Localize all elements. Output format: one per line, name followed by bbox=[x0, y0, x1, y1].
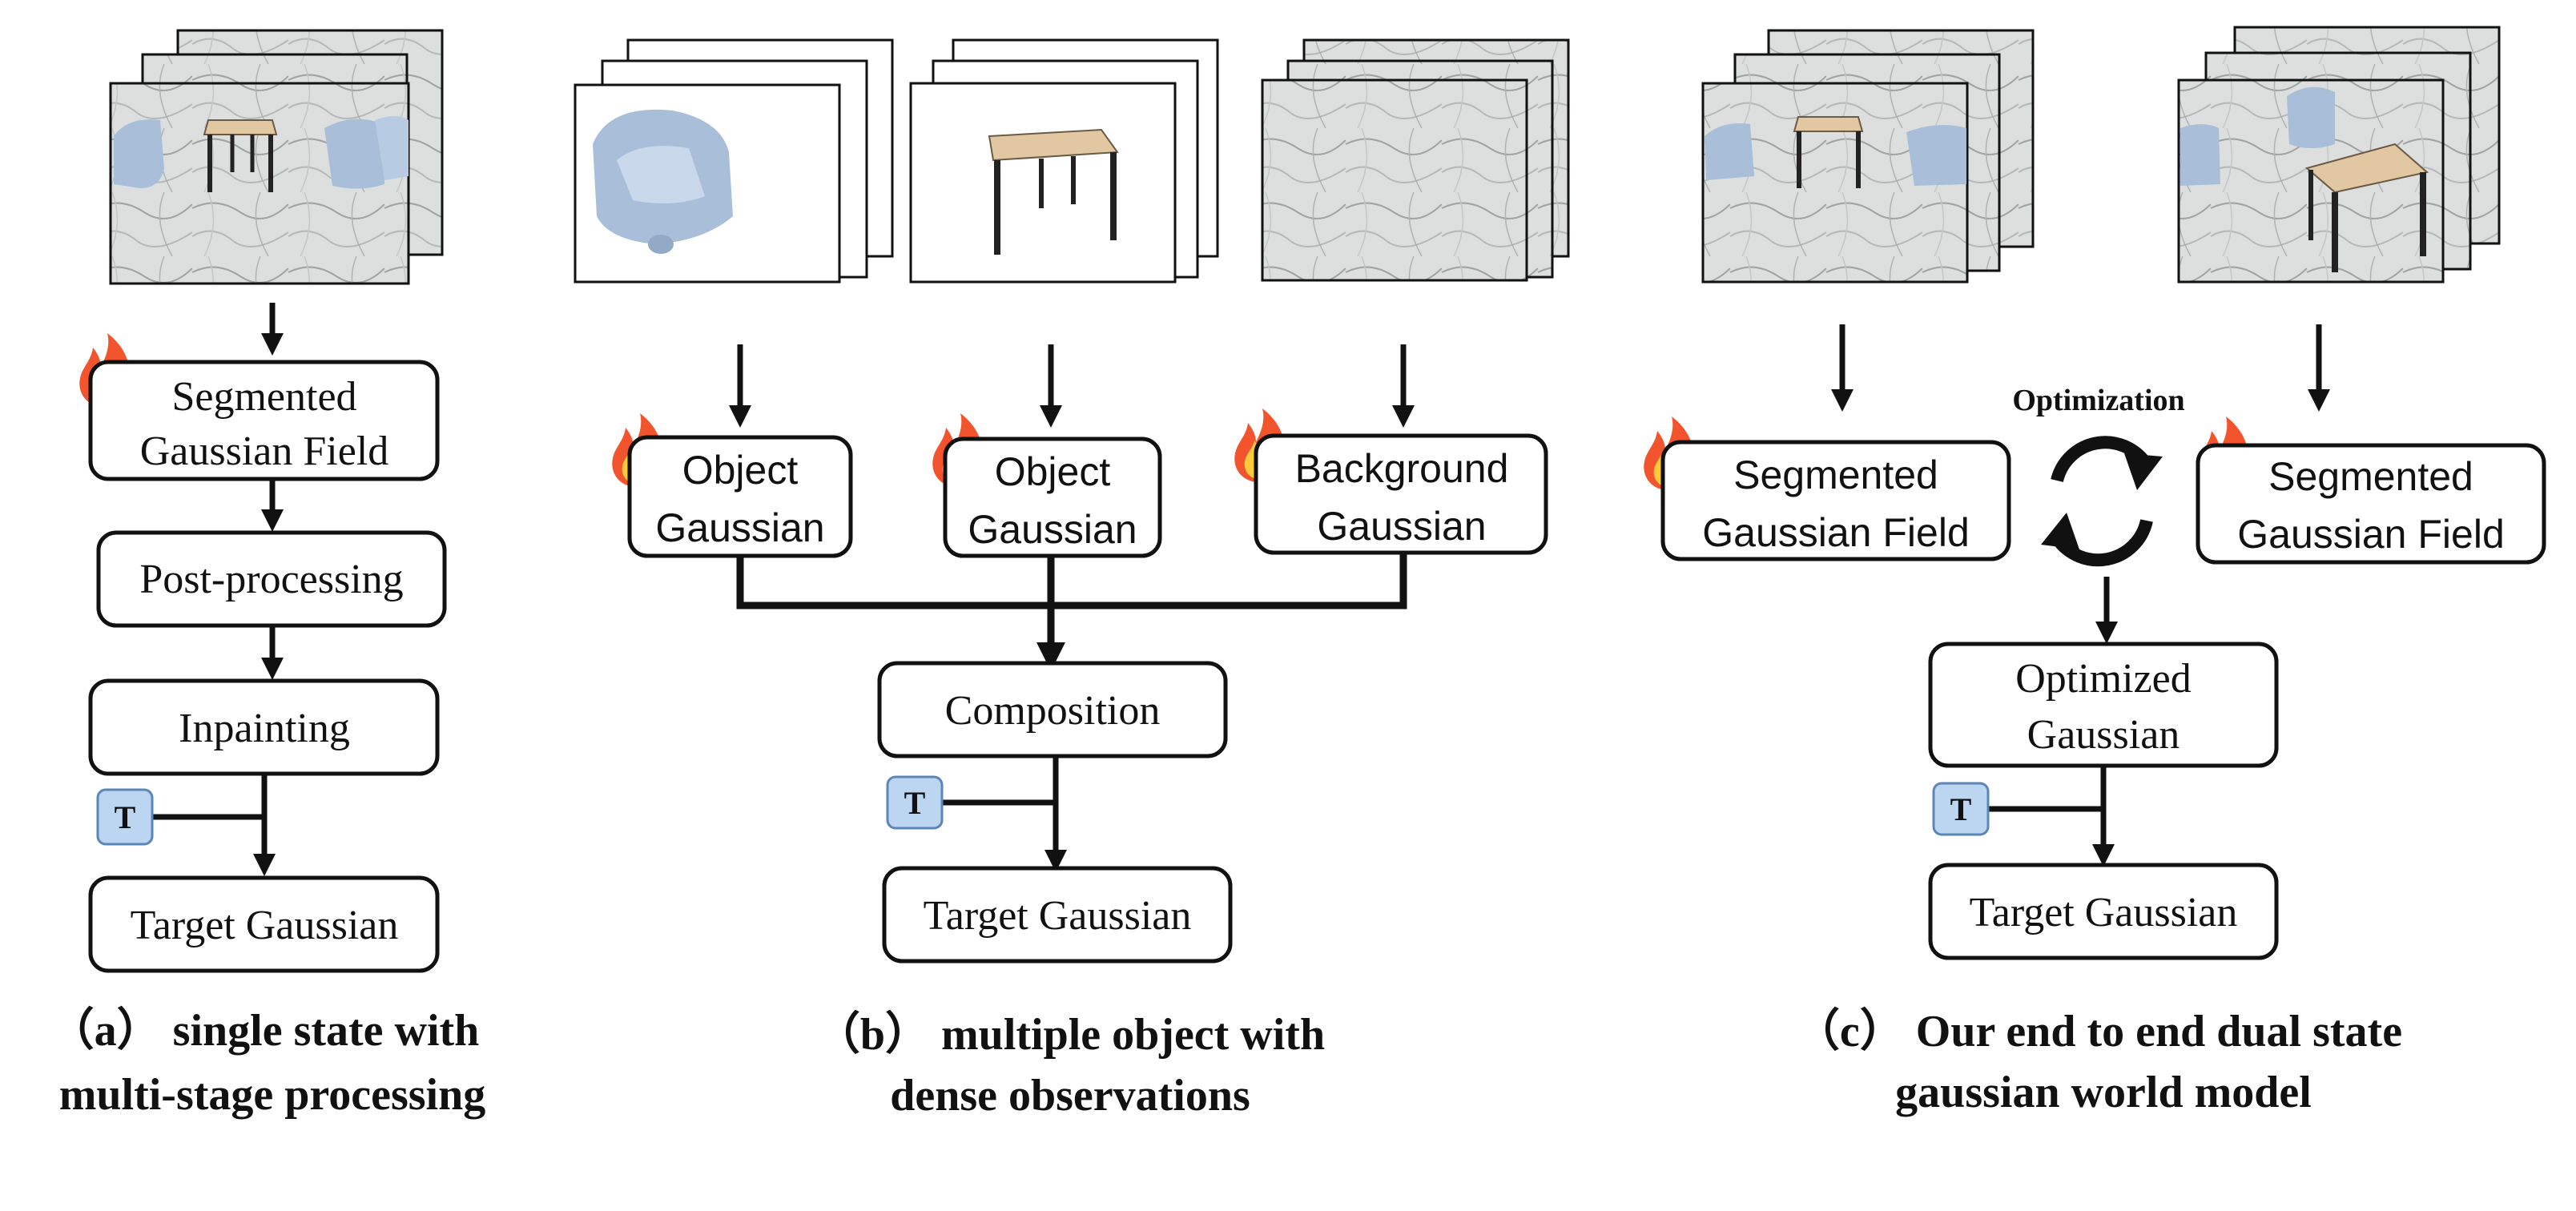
target-gaussian-box-c bbox=[1928, 863, 2279, 960]
caption-a-line1: （a） single state with bbox=[50, 1005, 480, 1056]
t-badge-c bbox=[1932, 782, 1990, 836]
t-badge-b-label: T bbox=[904, 785, 926, 821]
t-badge-a bbox=[96, 788, 154, 846]
optimized-line2: Gaussian bbox=[2027, 712, 2180, 758]
panel-c: Optimization Segmented Gaussian Field Se… bbox=[1644, 26, 2546, 1117]
t-badge-c-label: T bbox=[1950, 791, 1972, 827]
box-a1-line1: Segmented bbox=[171, 374, 356, 420]
background-line2: Gaussian bbox=[1317, 504, 1486, 549]
background-image-stack bbox=[1261, 38, 1570, 282]
caption-b-line1: （b） multiple object with bbox=[815, 1009, 1325, 1060]
c-right-line2: Gaussian Field bbox=[2237, 512, 2505, 557]
optimization-label: Optimization bbox=[2012, 384, 2184, 417]
segmented-gaussian-field-box-c-right bbox=[2196, 443, 2546, 565]
object2-line2: Gaussian bbox=[968, 507, 1137, 552]
target-gaussian-c-label: Target Gaussian bbox=[1970, 890, 2238, 935]
target-gaussian-box-a bbox=[88, 875, 440, 973]
table-image-stack bbox=[909, 38, 1219, 284]
scene-image-stack-c-right bbox=[2177, 26, 2501, 284]
target-gaussian-box-b bbox=[882, 866, 1233, 964]
scene-image-stack-c-left bbox=[1701, 29, 2035, 284]
panel-b: Object Gaussian Object Gaussian Backgrou… bbox=[574, 38, 1570, 1120]
caption-a-line2: multi-stage processing bbox=[59, 1070, 486, 1120]
caption-c-line1: （c） Our end to end dual state bbox=[1795, 1006, 2402, 1056]
post-processing-label: Post-processing bbox=[139, 557, 403, 602]
caption-c-line2: gaussian world model bbox=[1895, 1068, 2312, 1117]
composition-box bbox=[877, 661, 1228, 758]
object1-line2: Gaussian bbox=[655, 505, 824, 550]
c-left-line2: Gaussian Field bbox=[1702, 510, 1970, 555]
caption-b-line2: dense observations bbox=[890, 1071, 1250, 1120]
scene-image-stack-a bbox=[109, 29, 444, 285]
target-gaussian-b-label: Target Gaussian bbox=[924, 893, 1192, 939]
t-badge-a-label: T bbox=[115, 799, 136, 835]
chair-image-stack bbox=[574, 38, 894, 284]
segmented-gaussian-field-box-c-left bbox=[1660, 440, 2011, 561]
object2-line1: Object bbox=[995, 449, 1111, 494]
c-left-line1: Segmented bbox=[1733, 453, 1938, 497]
background-line1: Background bbox=[1295, 446, 1509, 491]
inpainting-label: Inpainting bbox=[179, 706, 350, 751]
t-badge-b bbox=[886, 775, 944, 830]
c-right-line1: Segmented bbox=[2268, 454, 2473, 499]
object1-line1: Object bbox=[682, 448, 799, 493]
optimized-line1: Optimized bbox=[2015, 656, 2192, 702]
composition-label: Composition bbox=[945, 688, 1161, 734]
box-a1-line2: Gaussian Field bbox=[140, 428, 389, 474]
target-gaussian-a-label: Target Gaussian bbox=[131, 903, 399, 948]
panel-a: Segmented Gaussian Field Post-processing… bbox=[50, 29, 486, 1120]
segmented-gaussian-field-box-a bbox=[88, 360, 440, 481]
optimization-cycle-icon bbox=[2041, 436, 2163, 567]
